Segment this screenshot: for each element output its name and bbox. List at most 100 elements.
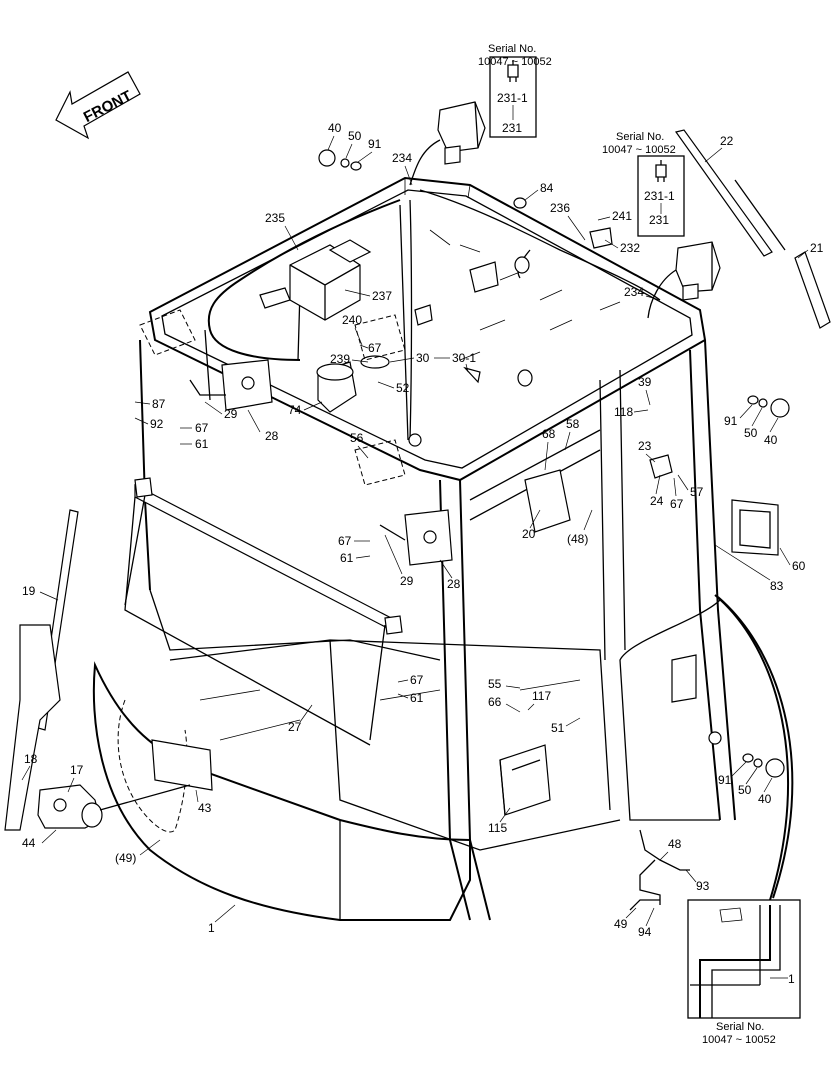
callout-74: 74: [288, 401, 323, 417]
svg-text:48: 48: [668, 837, 682, 851]
callout-40c: 40: [758, 777, 773, 806]
svg-text:17: 17: [70, 763, 84, 777]
callout-67f: 67: [397, 673, 424, 687]
wiper-arm-21: [794, 251, 831, 329]
svg-text:27: 27: [288, 720, 302, 734]
callout-43: 43: [195, 789, 212, 815]
svg-text:57: 57: [690, 485, 704, 499]
callout-49: 49: [614, 907, 637, 931]
cab-frame: [139, 339, 779, 921]
callout-50b: 50: [744, 407, 763, 440]
svg-text:21: 21: [810, 241, 824, 255]
serial-part-bottom-2: 231: [649, 213, 669, 227]
svg-text:29: 29: [224, 407, 238, 421]
callout-232: 232: [604, 239, 640, 255]
svg-text:68: 68: [542, 427, 556, 441]
svg-text:30: 30: [416, 351, 430, 365]
callout-115: 115: [488, 807, 511, 835]
svg-text:23: 23: [638, 439, 652, 453]
callout-118: 118: [614, 405, 649, 419]
callout-48b: (48): [567, 509, 593, 546]
callout-83: 83: [714, 544, 784, 593]
callout-239: 239: [330, 352, 369, 366]
callout-23: 23: [638, 439, 656, 463]
svg-text:74: 74: [288, 403, 302, 417]
inset-callout-1: 1: [788, 972, 795, 986]
svg-text:30-1: 30-1: [452, 351, 476, 365]
callout-27: 27: [288, 704, 313, 734]
wiper-blade-19: [4, 509, 79, 831]
callout-84: 84: [524, 181, 554, 201]
cab-roof: [139, 176, 707, 486]
callout-61b: 61: [340, 551, 371, 565]
svg-text:67: 67: [195, 421, 209, 435]
svg-text:232: 232: [620, 241, 640, 255]
callout-56: 56: [350, 431, 369, 459]
svg-text:28: 28: [265, 429, 279, 443]
svg-text:115: 115: [488, 821, 507, 835]
callout-91a: 91: [357, 137, 382, 163]
callout-30-1: 30-1: [434, 351, 476, 373]
callout-51: 51: [551, 717, 581, 735]
svg-text:234: 234: [392, 151, 412, 165]
callout-67d: 67: [670, 477, 684, 511]
svg-text:52: 52: [396, 381, 410, 395]
callout-92: 92: [134, 417, 164, 431]
svg-text:40: 40: [758, 792, 772, 806]
callout-60: 60: [779, 547, 806, 573]
callout-68: 68: [542, 427, 556, 471]
svg-text:93: 93: [696, 879, 710, 893]
callout-28a: 28: [247, 409, 279, 443]
serial-part-top-2: 231-1: [644, 189, 675, 203]
svg-text:19: 19: [22, 584, 36, 598]
callout-40a: 40: [327, 121, 342, 151]
callout-236: 236: [550, 201, 586, 241]
callout-94: 94: [638, 907, 655, 939]
svg-text:29: 29: [400, 574, 414, 588]
svg-text:22: 22: [720, 134, 734, 148]
callout-39: 39: [638, 375, 652, 406]
callout-24: 24: [650, 474, 664, 508]
hardware-right-lower: [708, 731, 785, 778]
svg-text:18: 18: [24, 752, 38, 766]
svg-text:(49): (49): [115, 851, 136, 865]
callout-29a: 29: [204, 401, 238, 421]
svg-text:1: 1: [208, 921, 215, 935]
front-direction-arrow: FRONT: [55, 71, 141, 140]
svg-text:240: 240: [342, 313, 362, 327]
callout-241: 241: [597, 209, 632, 223]
front-lower-panel-1: [92, 661, 471, 921]
serial-box-top: Serial No. 10047 ~ 10052 231-1 231: [478, 43, 552, 138]
svg-text:237: 237: [372, 289, 392, 303]
hardware-right-upper: [747, 395, 790, 418]
svg-text:61: 61: [195, 437, 209, 451]
callout-50c: 50: [738, 767, 758, 797]
callout-235: 235: [265, 211, 299, 251]
callout-44: 44: [22, 829, 57, 850]
callout-67a: 67: [359, 341, 382, 355]
callout-28b: 28: [439, 559, 461, 591]
callout-48: 48: [659, 837, 682, 861]
inset-pointer-arc: [714, 594, 790, 901]
callout-30: 30: [389, 351, 430, 365]
svg-text:67: 67: [670, 497, 684, 511]
svg-text:43: 43: [198, 801, 212, 815]
callout-61c: 61: [397, 691, 424, 705]
svg-text:61: 61: [410, 691, 424, 705]
svg-text:20: 20: [522, 527, 536, 541]
callout-50a: 50: [345, 129, 362, 159]
callout-57: 57: [677, 474, 704, 499]
svg-text:50: 50: [348, 129, 362, 143]
svg-text:239: 239: [330, 352, 350, 366]
callout-240: 240: [342, 313, 362, 346]
svg-text:58: 58: [566, 417, 580, 431]
svg-text:40: 40: [328, 121, 342, 135]
mirror-28-right: [379, 509, 453, 566]
callout-117: 117: [527, 689, 551, 711]
svg-text:87: 87: [152, 397, 166, 411]
callout-21: 21: [797, 241, 824, 259]
callout-67e: 67: [338, 534, 370, 548]
roller-shade-27: [124, 477, 403, 746]
svg-text:241: 241: [612, 209, 632, 223]
